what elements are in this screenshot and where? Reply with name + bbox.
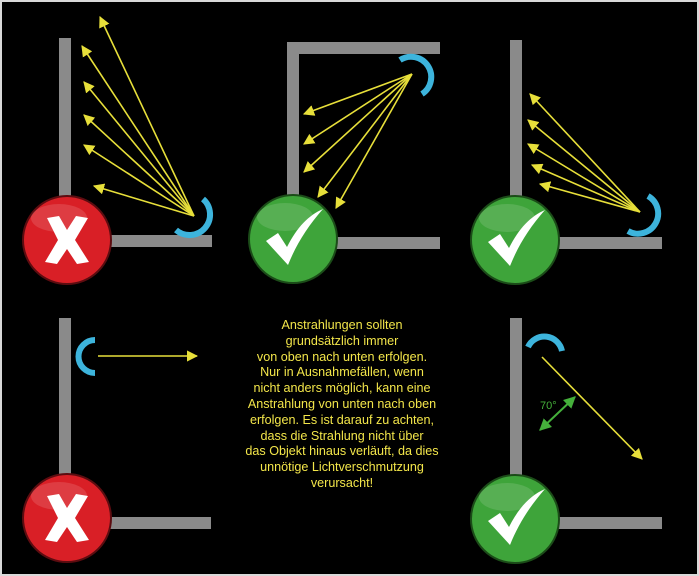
badge-right-2 [248, 194, 338, 284]
check-mark-icon [266, 209, 323, 265]
light-ray [302, 73, 413, 116]
explanation-text: Anstrahlungen sollten grundsätzlich imme… [226, 318, 458, 492]
caption-line: grundsätzlich immer [285, 333, 399, 348]
caption-line: dass die Strahlung nicht über [260, 428, 424, 443]
light-ray [303, 73, 413, 145]
light-fixture-icon [75, 337, 96, 376]
light-ray [317, 73, 413, 198]
light-rays [527, 93, 641, 213]
light-rays [81, 15, 195, 217]
light-ray [83, 81, 195, 217]
light-ray [92, 183, 195, 217]
caption-line: erfolgen. Es ist darauf zu achten, [249, 412, 435, 427]
caption-line: Anstrahlungen sollten [281, 318, 403, 332]
light-ray [303, 73, 413, 173]
caption-line: Nur in Ausnahmefällen, wenn [260, 365, 424, 380]
angle-marker-arrow [539, 396, 576, 431]
badge-right-3 [470, 195, 560, 285]
light-ray [99, 15, 195, 217]
angle-label: 70° [540, 400, 557, 412]
light-ray [83, 114, 195, 217]
badge-wrong-4 [22, 473, 112, 563]
wall-ceiling [287, 42, 440, 54]
light-ray [335, 73, 413, 209]
light-ray [527, 119, 641, 213]
badge-wrong-1 [22, 195, 112, 285]
light-ray [83, 144, 195, 217]
caption-line: verursacht! [310, 475, 374, 490]
light-fixture-icon [174, 196, 214, 239]
light-fixture-icon [398, 53, 435, 97]
light-fixture-icon [525, 333, 565, 352]
light-ray [527, 143, 641, 213]
caption-line: Anstrahlung von unten nach oben [247, 396, 437, 411]
light-ray [530, 163, 641, 213]
caption-line: das Objekt hinaus verläuft, da dies [245, 444, 439, 459]
check-mark-icon [488, 210, 545, 266]
caption-line: von oben nach unten erfolgen. [256, 349, 428, 364]
check-mark-icon [488, 489, 545, 545]
wall-vertical [59, 38, 71, 246]
light-ray [529, 93, 641, 213]
caption-line: nicht anders möglich, kann eine [253, 381, 431, 396]
x-mark-icon [45, 494, 89, 542]
light-ray [538, 181, 641, 213]
light-ray [81, 45, 195, 217]
badge-right-5 [470, 474, 560, 564]
x-mark-icon [45, 216, 89, 264]
caption-line: unnötige Lichtverschmutzung [260, 460, 424, 475]
light-ray [541, 356, 643, 460]
light-fixture-icon [626, 193, 662, 237]
light-rays [302, 73, 413, 209]
